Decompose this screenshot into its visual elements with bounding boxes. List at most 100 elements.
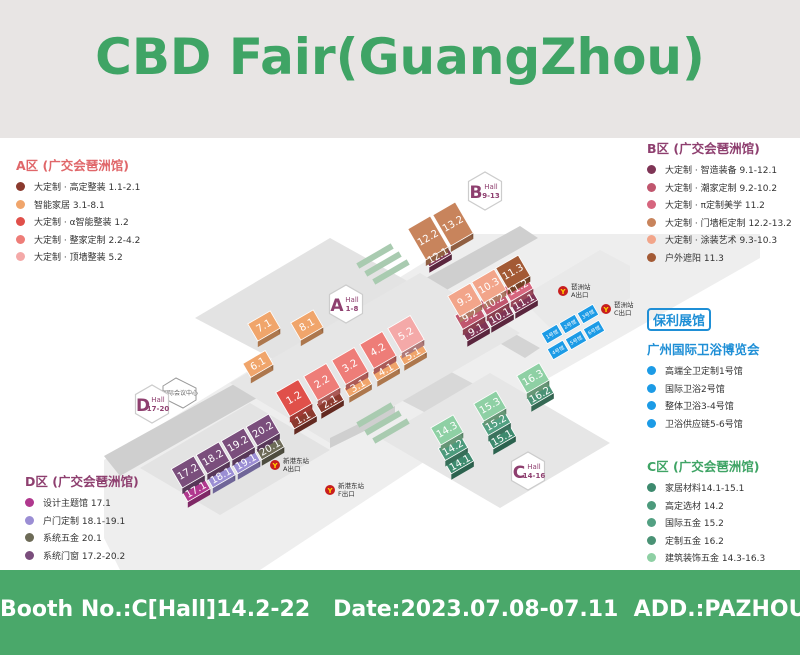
hall-roof: [242, 350, 274, 378]
green-strip: [356, 243, 394, 269]
legend-swatch: [647, 518, 656, 528]
station-exit: A出口: [571, 290, 588, 299]
legend-label: 定制五金 16.2: [665, 536, 724, 547]
hall-side: [483, 289, 507, 309]
hall-side: [531, 392, 554, 412]
station-exit: A出口: [283, 464, 300, 473]
station-name: 新港东站: [338, 481, 365, 490]
hall-roof: [516, 362, 550, 394]
hall-side: [429, 253, 452, 273]
hall-side: [451, 460, 474, 480]
legend-label: 大定制 · α智能整装 1.2: [34, 218, 129, 229]
hall-side: [467, 327, 490, 347]
hall-roof: [471, 268, 507, 304]
legend-swatch: [16, 182, 25, 192]
legend-swatch: [647, 553, 656, 563]
hall-side: [450, 233, 474, 252]
hall-side: [257, 328, 281, 348]
hall-side: [377, 367, 400, 387]
hall-tag-label: Hall: [345, 296, 358, 304]
footer-band: Booth No.:C[Hall]14.2-22 Date:2023.07.08…: [0, 570, 800, 655]
legend-item: 系统门窗 17.2-20.2: [25, 547, 139, 565]
metro-icon: [325, 485, 335, 495]
poly-roof: [564, 329, 588, 351]
legend-item: 大定制 · 潮家定制 9.2-10.2: [647, 179, 792, 197]
hall-side: [317, 387, 341, 407]
metro-icon: [270, 460, 280, 470]
hall-tag-zone: A: [330, 296, 344, 316]
legend-item: 国际卫浴2号馆: [647, 380, 760, 398]
legend-swatch: [647, 217, 656, 227]
legend-swatch: [25, 498, 34, 508]
hall-side: [507, 275, 531, 295]
hall-side: [486, 302, 510, 322]
hall-side: [373, 355, 397, 375]
hall-8-1: [290, 309, 324, 347]
legend-item: 大定制 · 高定整装 1.1-2.1: [16, 178, 140, 196]
hall-13-2: [432, 201, 474, 252]
hall-side: [250, 364, 274, 384]
hall-15-2: [480, 409, 512, 442]
hall-side: [445, 447, 468, 467]
poly-hall: [576, 303, 600, 325]
hall-19-2: [220, 427, 256, 466]
legend-item: 设计主题馆 17.1: [25, 494, 139, 512]
hall-tag-label: Hall: [151, 396, 164, 404]
hall-side: [515, 299, 538, 319]
hall-tag-zone: D: [136, 396, 150, 416]
hall-side: [401, 339, 425, 359]
hall-tag-c: [510, 451, 546, 491]
legend-swatch: [25, 550, 34, 560]
legend-swatch: [16, 199, 25, 209]
legend-title: C区 (广交会琶洲馆): [647, 459, 760, 474]
legend-swatch: [647, 165, 656, 175]
metro-icon-glyph: Y: [559, 288, 566, 296]
hall-side: [349, 383, 372, 403]
hall-roof: [303, 362, 341, 402]
legend-label: 大定制 · 高定整装 1.1-2.1: [34, 183, 141, 194]
legend-label: 整体卫浴3-4号馆: [665, 402, 734, 413]
legend-item: 智能家居 3.1-8.1: [16, 196, 140, 214]
hall-side: [257, 433, 280, 452]
legend-swatch: [647, 252, 656, 262]
metro-icon-glyph: Y: [602, 306, 609, 314]
hall-roof: [359, 330, 397, 370]
hall-roof: [275, 378, 313, 418]
hall-roof: [387, 314, 425, 354]
hall-side: [232, 447, 255, 466]
legend-label: 家居材料14.1-15.1: [665, 484, 745, 495]
legend-swatch: [25, 515, 34, 525]
legend-item: 大定制 · 涂装艺术 9.3-10.3: [647, 231, 792, 249]
legend-item: 系统五金 20.1: [25, 529, 139, 547]
hall-side: [459, 303, 483, 323]
hall-6-1: [242, 350, 274, 384]
legend-swatch: [647, 200, 656, 210]
poly-hall: [558, 313, 582, 335]
hall-20-2: [245, 413, 281, 452]
legend-swatch: [16, 252, 25, 262]
legend-swatch: [647, 401, 656, 411]
legend-label: 国际五金 15.2: [665, 519, 724, 530]
hall-side: [237, 460, 261, 480]
legend-swatch: [647, 383, 656, 393]
hall-7-1: [247, 310, 281, 348]
poly-hall: [564, 329, 588, 351]
station-name: 琶洲站: [571, 282, 591, 291]
legend-item: 定制五金 16.2: [647, 532, 765, 550]
legend-title: A区 (广交会琶洲馆): [16, 158, 129, 173]
hall-side: [404, 351, 427, 371]
hall-tag-range: 17-20: [147, 405, 170, 413]
hall-18-2: [195, 441, 231, 480]
hall-tag-label: Hall: [527, 463, 540, 471]
hall-5-2: [387, 314, 425, 359]
legend-item: 户外遮阳 11.3: [647, 249, 792, 267]
green-strip: [372, 259, 410, 285]
hall-side: [483, 408, 507, 428]
hall-roof: [170, 455, 206, 489]
